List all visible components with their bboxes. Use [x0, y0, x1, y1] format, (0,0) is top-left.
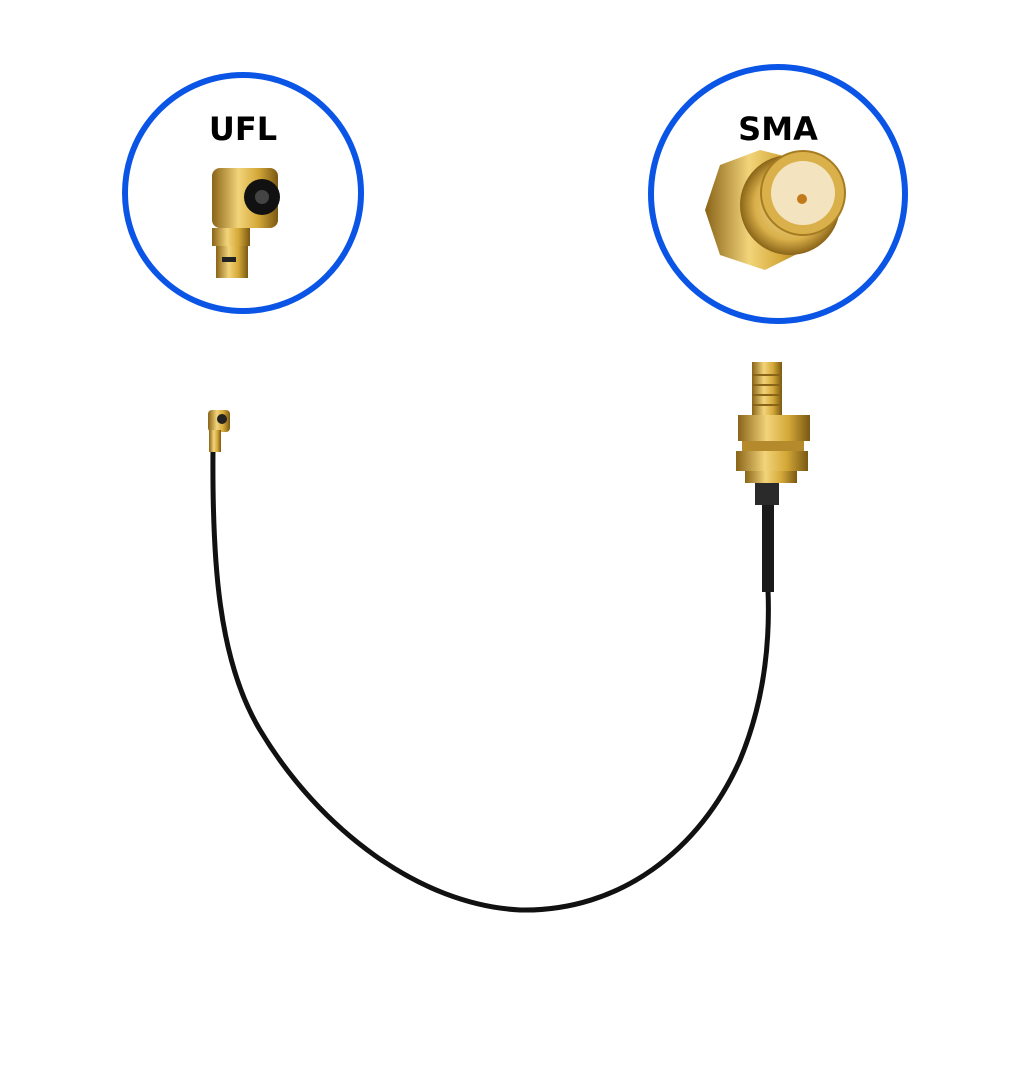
- sma-connector: [736, 362, 810, 505]
- sma-label: SMA: [738, 110, 818, 148]
- ufl-connector-closeup: [212, 168, 280, 278]
- ufl-label: UFL: [208, 110, 278, 148]
- sma-ring: [648, 64, 908, 324]
- sma-connector-closeup: [705, 150, 846, 270]
- ufl-ring: [122, 72, 364, 314]
- coax-cable: [210, 447, 771, 913]
- ufl-connector: [208, 410, 230, 452]
